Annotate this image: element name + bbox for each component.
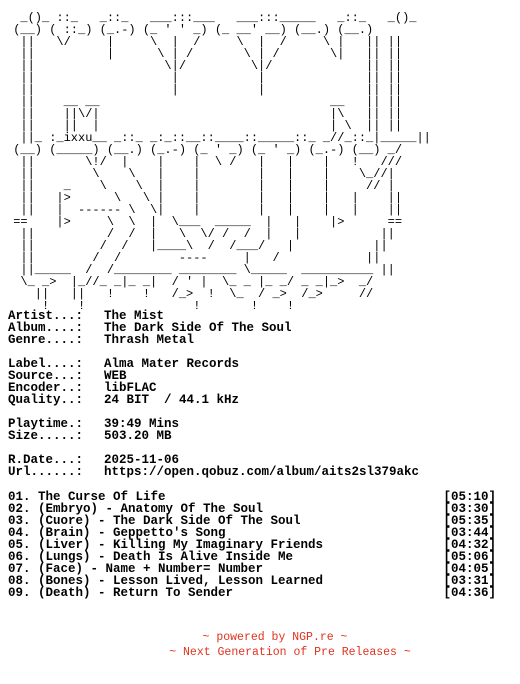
track-duration: [04:05] — [443, 562, 496, 576]
info-value-encoder: libFLAC — [104, 381, 157, 395]
info-row-playtime: Playtime.: 39:49 Mins — [8, 417, 419, 431]
track-title: 09. (Death) - Return To Sender — [8, 586, 234, 600]
info-row-size: Size.....: 503.20 MB — [8, 429, 419, 443]
track-duration: [03:31] — [443, 574, 496, 588]
track-duration: [05:35] — [443, 514, 496, 528]
track-row: 04. (Brain) - Geppetto's Song [03:44] — [8, 526, 496, 540]
info-value-source: WEB — [104, 369, 127, 383]
track-title: 06. (Lungs) - Death Is Alive Inside Me — [8, 550, 294, 564]
info-key-quality: Quality..: — [8, 393, 84, 407]
info-key-artist: Artist...: — [8, 309, 84, 323]
footer-powered-by: ~ powered by NGP.re ~ — [202, 631, 348, 644]
info-key-size: Size.....: — [8, 429, 84, 443]
info-value-quality: 24 BIT / 44.1 kHz — [104, 393, 240, 407]
track-row: 01. The Curse Of Life [05:10] — [8, 490, 496, 504]
info-value-url: https://open.qobuz.com/album/aits2sl379a… — [104, 465, 420, 479]
info-row-encoder: Encoder..: libFLAC — [8, 381, 419, 395]
info-key-url: Url......: — [8, 465, 84, 479]
info-row-genre: Genre....: Thrash Metal — [8, 333, 419, 347]
track-row: 02. (Embryo) - Anatomy Of The Soul [03:30… — [8, 502, 496, 516]
info-key-label: Label....: — [8, 357, 84, 371]
track-duration: [05:10] — [443, 490, 496, 504]
track-row: 08. (Bones) - Lesson Lived, Lesson Learn… — [8, 574, 496, 588]
info-key-encoder: Encoder..: — [8, 381, 84, 395]
track-title: 08. (Bones) - Lesson Lived, Lesson Learn… — [8, 574, 324, 588]
info-key-album: Album....: — [8, 321, 84, 335]
info-value-album: The Dark Side Of The Soul — [104, 321, 292, 335]
info-row-url: Url......: https://open.qobuz.com/album/a… — [8, 465, 420, 479]
info-row-artist: Artist...: The Mist — [8, 309, 419, 323]
info-value-genre: Thrash Metal — [104, 333, 195, 347]
track-duration: [04:32] — [443, 538, 496, 552]
track-title: 01. The Curse Of Life — [8, 490, 166, 504]
track-title: 04. (Brain) - Geppetto's Song — [8, 526, 226, 540]
info-value-playtime: 39:49 Mins — [104, 417, 180, 431]
info-value-label: Alma Mater Records — [104, 357, 240, 371]
track-duration: [05:06] — [443, 550, 496, 564]
info-row-label: Label....: Alma Mater Records — [8, 357, 419, 371]
track-title: 03. (Cuore) - The Dark Side Of The Soul — [8, 514, 301, 528]
track-title: 02. (Embryo) - Anatomy Of The Soul — [8, 502, 264, 516]
track-title: 07. (Face) - Name + Number= Number — [8, 562, 264, 576]
track-row: 06. (Lungs) - Death Is Alive Inside Me [0… — [8, 550, 496, 564]
info-value-rdate: 2025-11-06 — [104, 453, 180, 467]
footer-tagline: ~ Next Generation of Pre Releases ~ — [169, 646, 411, 659]
info-row-rdate: R.Date...: 2025-11-06 — [8, 453, 419, 467]
info-value-size: 503.20 MB — [104, 429, 172, 443]
track-row: 09. (Death) - Return To Sender [04:36] — [8, 586, 496, 600]
tracklist: 01. The Curse Of Life [05:10] 02. (Embryo… — [8, 490, 496, 600]
ascii-art-banner: _()_ ::_ _::_ ___:::___ ___:::_____ _::_… — [13, 11, 431, 313]
track-duration: [03:30] — [443, 502, 496, 516]
info-row-album: Album....: The Dark Side Of The Soul — [8, 321, 419, 335]
track-duration: [03:44] — [443, 526, 496, 540]
track-duration: [04:36] — [443, 586, 496, 600]
release-info-block: Artist...: The Mist Album....: The Dark Si… — [8, 309, 420, 479]
info-row-source: Source...: WEB — [8, 369, 419, 383]
track-row: 05. (Liver) - Killing My Imaginary Frien… — [8, 538, 496, 552]
info-key-rdate: R.Date...: — [8, 453, 84, 467]
info-key-genre: Genre....: — [8, 333, 84, 347]
info-value-artist: The Mist — [104, 309, 165, 323]
info-key-source: Source...: — [8, 369, 84, 383]
track-row: 03. (Cuore) - The Dark Side Of The Soul [… — [8, 514, 496, 528]
track-title: 05. (Liver) - Killing My Imaginary Frien… — [8, 538, 324, 552]
info-key-playtime: Playtime.: — [8, 417, 84, 431]
info-row-quality: Quality..: 24 BIT / 44.1 kHz — [8, 393, 419, 407]
track-row: 07. (Face) - Name + Number= Number [04:05… — [8, 562, 496, 576]
